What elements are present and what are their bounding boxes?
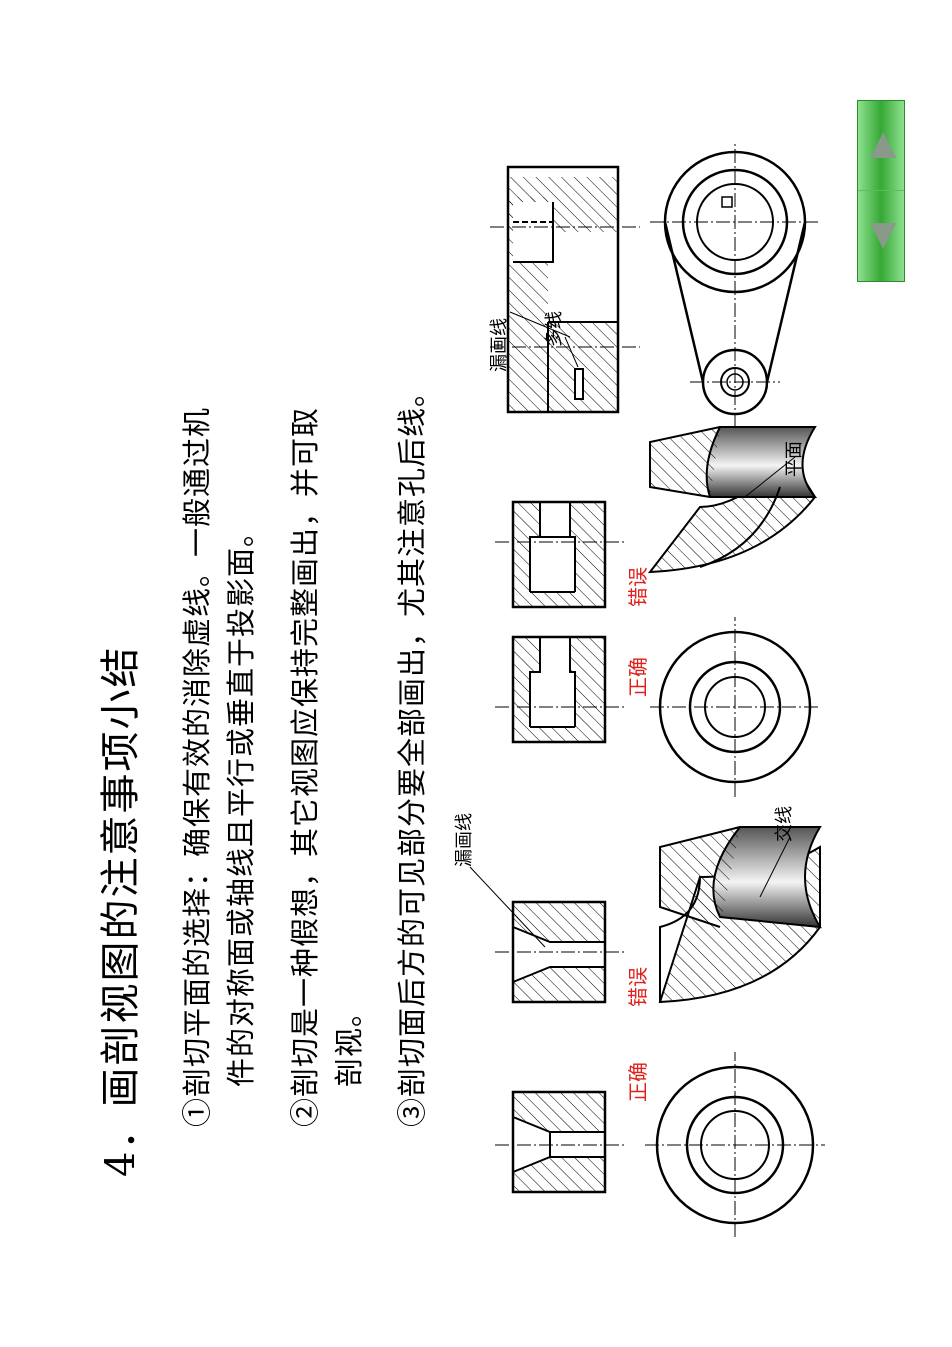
figure-2-wrong-3d	[647, 426, 818, 574]
label-intersection: 交线	[774, 806, 795, 842]
figure-3-top-view	[650, 142, 820, 427]
figure-1-wrong-3d	[658, 826, 822, 1004]
figure-2-correct-top-view	[650, 617, 820, 797]
label-missing-line-2: 漏画线	[489, 318, 510, 372]
label-wrong-1: 错误	[626, 967, 650, 1007]
label-missing-line-1: 漏画线	[454, 813, 475, 867]
label-plane: 平面	[784, 441, 805, 477]
figure-2-correct-section	[495, 635, 625, 744]
label-wrong-2: 错误	[626, 567, 650, 607]
figure-1-correct-top-view	[645, 1052, 825, 1237]
triangle-down-icon[interactable]: ▶	[858, 100, 904, 191]
slide-navigation: ◀ ▶	[857, 100, 905, 282]
label-correct-2: 正确	[626, 657, 650, 697]
label-correct-1: 正确	[626, 1062, 650, 1102]
label-extra-line: 多线	[544, 311, 565, 347]
figure-3-section-view	[490, 165, 640, 414]
figure-1-wrong-section	[469, 866, 625, 1004]
triangle-up-icon[interactable]: ◀	[861, 222, 901, 250]
figure-1-correct-section	[495, 1090, 625, 1194]
figure-2-wrong-section	[495, 500, 625, 609]
